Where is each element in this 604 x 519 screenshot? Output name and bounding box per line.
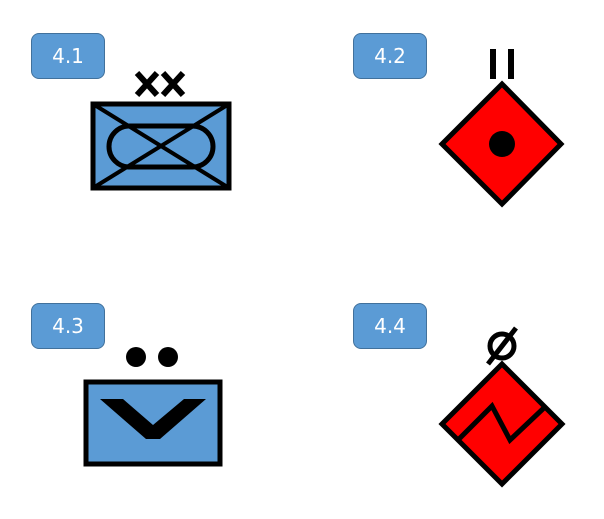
chevron-v-icon xyxy=(100,399,206,439)
label-badge-4-2: 4.2 xyxy=(353,33,427,79)
echelon-ii-icon xyxy=(490,49,514,79)
label-text-4-2: 4.2 xyxy=(374,44,406,68)
label-text-4-4: 4.4 xyxy=(374,314,406,338)
label-badge-4-3: 4.3 xyxy=(31,303,105,349)
zigzag-s-icon xyxy=(456,401,548,445)
label-badge-4-4: 4.4 xyxy=(353,303,427,349)
crossed-armor-icon xyxy=(91,102,231,190)
label-text-4-1: 4.1 xyxy=(52,44,84,68)
echelon-xx-icon xyxy=(134,70,186,98)
symbol-4-1 xyxy=(90,70,232,191)
echelon-two-dots-icon xyxy=(126,347,178,367)
label-badge-4-1: 4.1 xyxy=(31,33,105,79)
symbol-4-3 xyxy=(83,347,223,467)
label-text-4-3: 4.3 xyxy=(52,314,84,338)
friendly-frame-rect xyxy=(83,379,223,467)
center-dot-icon xyxy=(489,131,515,157)
echelon-slashed-circle-icon xyxy=(486,326,518,366)
symbol-4-4 xyxy=(438,326,566,488)
symbol-4-2 xyxy=(438,49,565,208)
